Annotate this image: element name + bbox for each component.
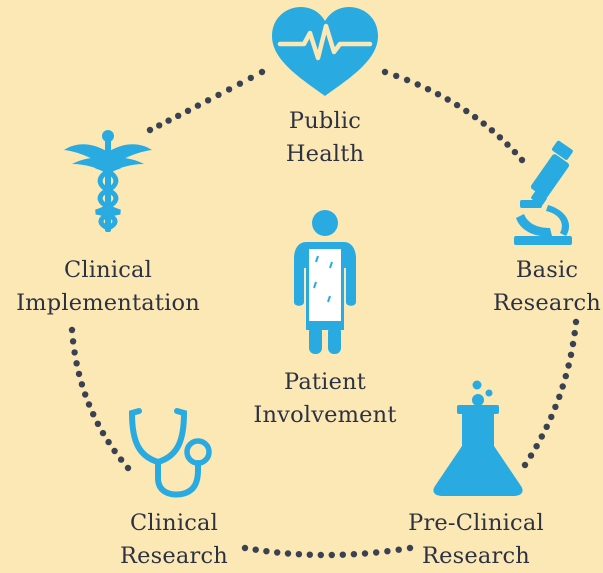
flask-icon (433, 380, 523, 496)
heart-pulse-icon (272, 7, 378, 96)
basic-research-line2: Research (493, 290, 601, 316)
clinical-implementation-label: Clinical Implementation (6, 254, 210, 320)
basic-research-line1: Basic (515, 257, 579, 283)
basic-research-label: Basic Research (489, 254, 603, 320)
clinical-research-line1: Clinical (129, 510, 219, 536)
public-health-line1: Public (288, 108, 362, 134)
patient-involvement-line1: Patient (283, 369, 367, 395)
public-health-label: Public Health (265, 105, 385, 171)
public-health-line2: Health (285, 141, 365, 167)
clinical-research-label: Clinical Research (112, 507, 236, 573)
caduceus-icon (64, 130, 152, 232)
patient-involvement-label: Patient Involvement (235, 366, 415, 432)
microscope-icon (514, 140, 573, 245)
clinical-implementation-line1: Clinical (63, 257, 153, 283)
pre-clinical-research-line2: Research (422, 543, 530, 569)
pre-clinical-research-line1: Pre-Clinical (408, 510, 544, 536)
clinical-research-line2: Research (120, 543, 228, 569)
stethoscope-icon (128, 408, 212, 498)
patient-involvement-line2: Involvement (253, 402, 397, 428)
dotted-cycle-path (68, 68, 580, 559)
patient-icon (294, 210, 356, 354)
clinical-implementation-line2: Implementation (16, 290, 200, 316)
pre-clinical-research-label: Pre-Clinical Research (396, 507, 556, 573)
